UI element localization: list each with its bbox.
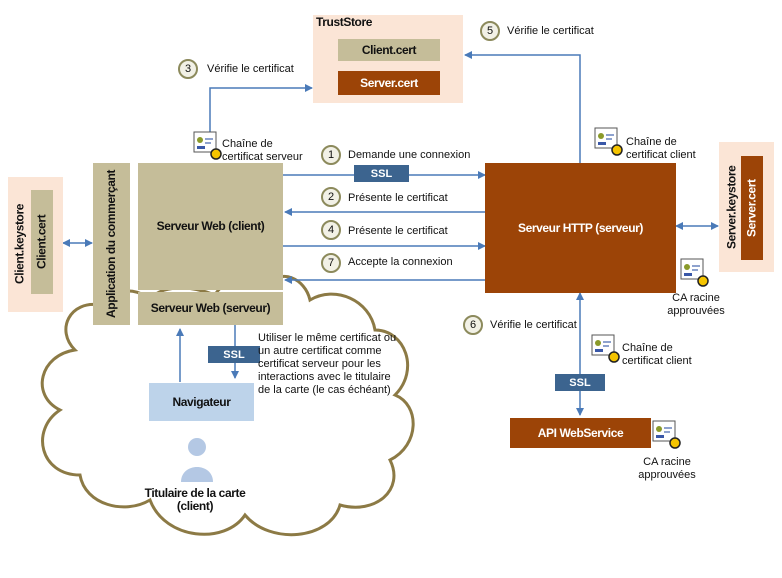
arrow-step-3 <box>209 84 313 132</box>
ssl-badge-top: SSL <box>354 165 409 182</box>
ssl-badge-api: SSL <box>555 374 605 391</box>
truststore-title: TrustStore <box>316 15 373 29</box>
step-label-4: Présente le certificat <box>348 225 448 237</box>
step-label-7: Accepte la connexion <box>348 256 453 268</box>
chain-client-label-2: Chaîne de certificat client <box>622 342 692 367</box>
chain-server-label: Chaîne de certificat serveur <box>222 138 303 163</box>
step-badge-1: 1 <box>321 145 341 165</box>
web-server-server: Serveur Web (serveur) <box>138 292 283 325</box>
person-icon <box>181 438 213 482</box>
step-badge-7: 7 <box>321 253 341 273</box>
step-badge-4: 4 <box>321 220 341 240</box>
certificate-chain-icon <box>193 131 222 160</box>
step-badge-3: 3 <box>178 59 198 79</box>
web-server-client: Serveur Web (client) <box>138 163 283 290</box>
truststore-client-cert: Client.cert <box>338 39 440 61</box>
certificate-chain-icon <box>591 334 620 363</box>
step-badge-6: 6 <box>463 315 483 335</box>
merchant-app: Application du commerçant <box>93 163 130 325</box>
step-label-3: Vérifie le certificat <box>207 63 294 75</box>
http-server: Serveur HTTP (serveur) <box>485 163 676 293</box>
step-badge-2: 2 <box>321 187 341 207</box>
step-badge-5: 5 <box>480 21 500 41</box>
ca-root-icon <box>652 420 681 449</box>
step-label-5: Vérifie le certificat <box>507 25 594 37</box>
step-label-1: Demande une connexion <box>348 149 471 161</box>
step-label-6: Vérifie le certificat <box>490 319 577 331</box>
server-keystore-cert: Server.cert <box>741 156 763 260</box>
ca-root-icon <box>680 258 709 287</box>
truststore-server-cert: Server.cert <box>338 71 440 95</box>
arrow-step-5 <box>464 51 581 163</box>
cert-note: Utiliser le même certificat ou un autre … <box>258 332 397 396</box>
cardholder-label: Titulaire de la carte (client) <box>144 486 246 513</box>
ca-root-label-2: CA racine approuvées <box>638 456 696 481</box>
server-keystore-title: Server.keystore <box>724 165 739 249</box>
ca-root-label-1: CA racine approuvées <box>667 292 725 317</box>
client-keystore-cert: Client.cert <box>31 190 53 294</box>
api-webservice: API WebService <box>510 418 651 448</box>
ssl-badge-browser: SSL <box>208 346 260 363</box>
step-label-2: Présente le certificat <box>348 192 448 204</box>
certificate-chain-icon <box>594 127 623 156</box>
client-keystore-title: Client.keystore <box>12 203 27 285</box>
chain-client-label-1: Chaîne de certificat client <box>626 136 696 161</box>
browser-box: Navigateur <box>149 383 254 421</box>
